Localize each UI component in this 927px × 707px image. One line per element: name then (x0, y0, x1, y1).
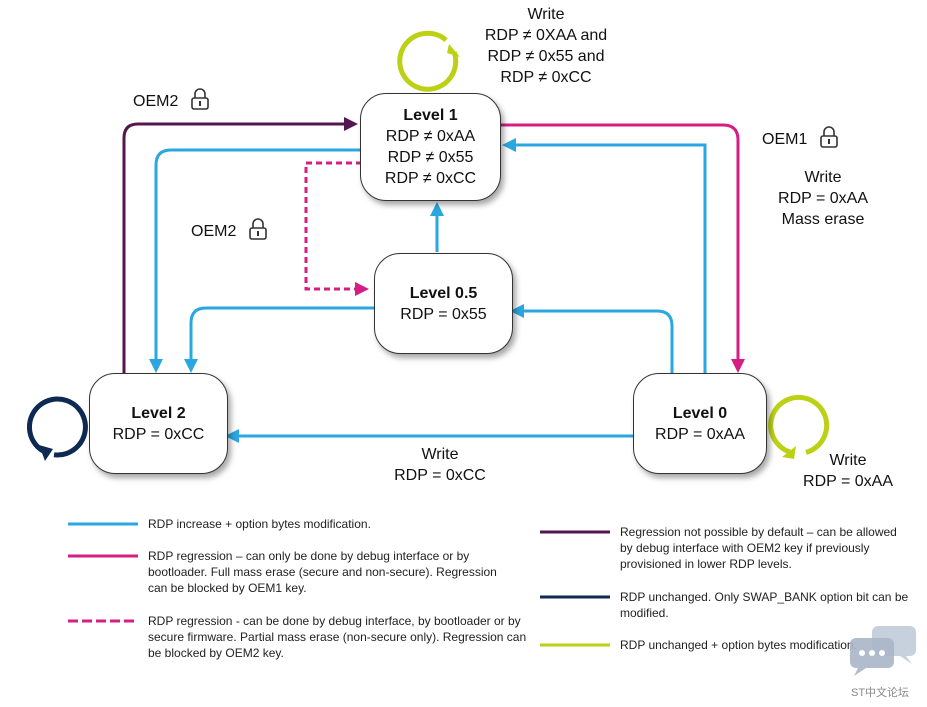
legend-swatch-unchanged-option (540, 643, 610, 647)
legend-text-regression-oem2: Regression not possible by default – can… (620, 525, 897, 571)
legend-text-regression-dashed: RDP regression - can be done by debug in… (148, 614, 527, 660)
label-right-write-1: Write (804, 169, 842, 186)
watermark-text: ST中文论坛 (851, 687, 910, 699)
node-level05-line1: RDP = 0x55 (400, 305, 487, 323)
chat-bubble-icon (850, 626, 916, 676)
label-top-write-2: RDP ≠ 0XAA and (484, 27, 608, 44)
label-oem2-mid: OEM2 (191, 218, 267, 242)
label-top-write-4: RDP ≠ 0xCC (500, 69, 592, 86)
arrow-level2-to-level1-oem2 (122, 117, 358, 374)
loop-level1-option-bytes (397, 30, 460, 92)
node-level2-line1: RDP = 0xCC (112, 425, 205, 443)
legend-item-increase: RDP increase + option bytes modification… (68, 516, 488, 532)
label-oem1-text: OEM1 (762, 131, 808, 148)
label-level0-self-write-2: RDP = 0xAA (803, 473, 893, 490)
label-level0-self-write: Write RDP = 0xAA (792, 450, 904, 492)
label-oem2-top: OEM2 (133, 88, 209, 112)
label-top-write-3: RDP ≠ 0x55 and (487, 48, 605, 65)
node-level1: Level 1 RDP ≠ 0xAA RDP ≠ 0x55 RDP ≠ 0xCC (360, 93, 501, 201)
node-level1-line1: RDP ≠ 0xAA (385, 128, 476, 145)
lock-icon (248, 218, 267, 240)
arrow-level1-to-level2 (149, 148, 360, 373)
lock-icon (190, 88, 209, 110)
legend-item-regression-dashed: RDP regression - can be done by debug in… (68, 613, 538, 661)
arrow-level05-to-level2 (184, 306, 374, 373)
node-level0-title: Level 0 (672, 404, 728, 422)
legend-item-unchanged-option: RDP unchanged + option bytes modificatio… (540, 637, 920, 653)
node-level2-title: Level 2 (131, 404, 186, 422)
loop-level2-swap-bank (26, 396, 88, 461)
legend-swatch-regression-dashed (68, 619, 138, 623)
node-level1-line2: RDP ≠ 0x55 (387, 149, 474, 166)
label-level0-self-write-1: Write (829, 452, 867, 469)
legend-text-unchanged-swap: RDP unchanged. Only SWAP_BANK option bit… (620, 590, 909, 620)
legend-item-unchanged-swap: RDP unchanged. Only SWAP_BANK option bit… (540, 589, 920, 621)
legend-swatch-regression-oem2 (540, 530, 610, 534)
legend-text-increase: RDP increase + option bytes modification… (148, 517, 371, 531)
label-bottom-write-1: Write (421, 446, 459, 463)
legend-swatch-unchanged-swap (540, 595, 610, 599)
legend-item-regression-debug: RDP regression – can only be done by deb… (68, 548, 528, 596)
loop-level0-option-bytes (768, 394, 830, 459)
node-level05: Level 0.5 RDP = 0x55 (374, 253, 513, 354)
arrow-level1-to-level0-regression (500, 123, 745, 373)
label-top-write: Write RDP ≠ 0XAA and RDP ≠ 0x55 and RDP … (468, 4, 624, 88)
node-level05-title: Level 0.5 (409, 284, 478, 302)
label-right-write-3: Mass erase (781, 211, 865, 228)
arrow-level0-to-level05 (510, 304, 674, 374)
node-level1-title: Level 1 (403, 107, 458, 124)
legend-swatch-increase (68, 522, 138, 526)
arrow-level1-to-level05-dashed (304, 161, 369, 296)
label-oem1: OEM1 (762, 126, 838, 150)
label-right-write: Write RDP = 0xAA Mass erase (763, 167, 883, 230)
label-oem2-mid-text: OEM2 (191, 223, 237, 240)
label-right-write-2: RDP = 0xAA (778, 190, 868, 207)
legend-text-regression-debug: RDP regression – can only be done by deb… (148, 549, 497, 595)
label-top-write-1: Write (527, 6, 565, 23)
node-level2: Level 2 RDP = 0xCC (89, 373, 228, 474)
node-level0: Level 0 RDP = 0xAA (633, 373, 767, 474)
node-level0-line1: RDP = 0xAA (655, 425, 745, 443)
lock-icon (819, 126, 838, 148)
label-bottom-write-2: RDP = 0xCC (394, 467, 486, 484)
legend-swatch-regression-debug (68, 554, 138, 558)
legend-text-unchanged-option: RDP unchanged + option bytes modificatio… (620, 638, 857, 652)
legend-item-regression-oem2: Regression not possible by default – can… (540, 524, 920, 572)
arrow-level0-to-level1 (502, 138, 707, 374)
label-bottom-write: Write RDP = 0xCC (380, 444, 500, 486)
node-level1-line3: RDP ≠ 0xCC (384, 170, 477, 187)
label-oem2-top-text: OEM2 (133, 93, 179, 110)
